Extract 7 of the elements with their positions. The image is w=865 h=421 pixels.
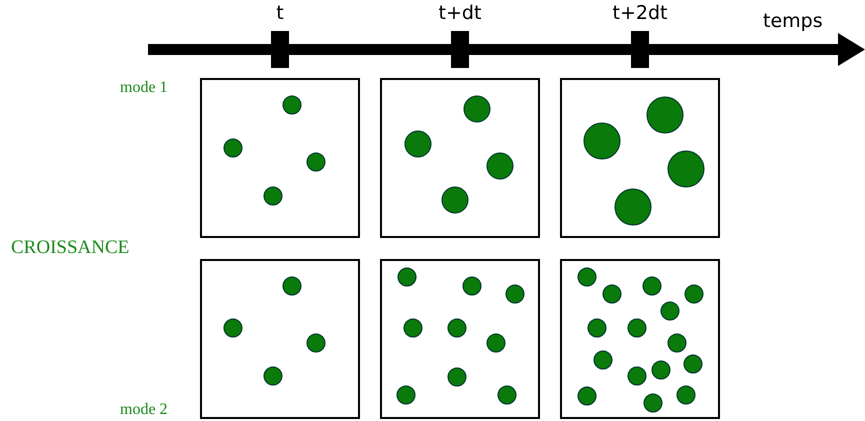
mode-label: mode 2 bbox=[120, 402, 168, 418]
time-label: t+dt bbox=[438, 4, 482, 23]
time-label: t+2dt bbox=[612, 4, 668, 23]
time-label: t bbox=[276, 4, 284, 23]
axis-label: temps bbox=[763, 12, 823, 31]
growth-label: CROISSANCE bbox=[11, 238, 130, 257]
mode-label: mode 1 bbox=[120, 80, 168, 96]
